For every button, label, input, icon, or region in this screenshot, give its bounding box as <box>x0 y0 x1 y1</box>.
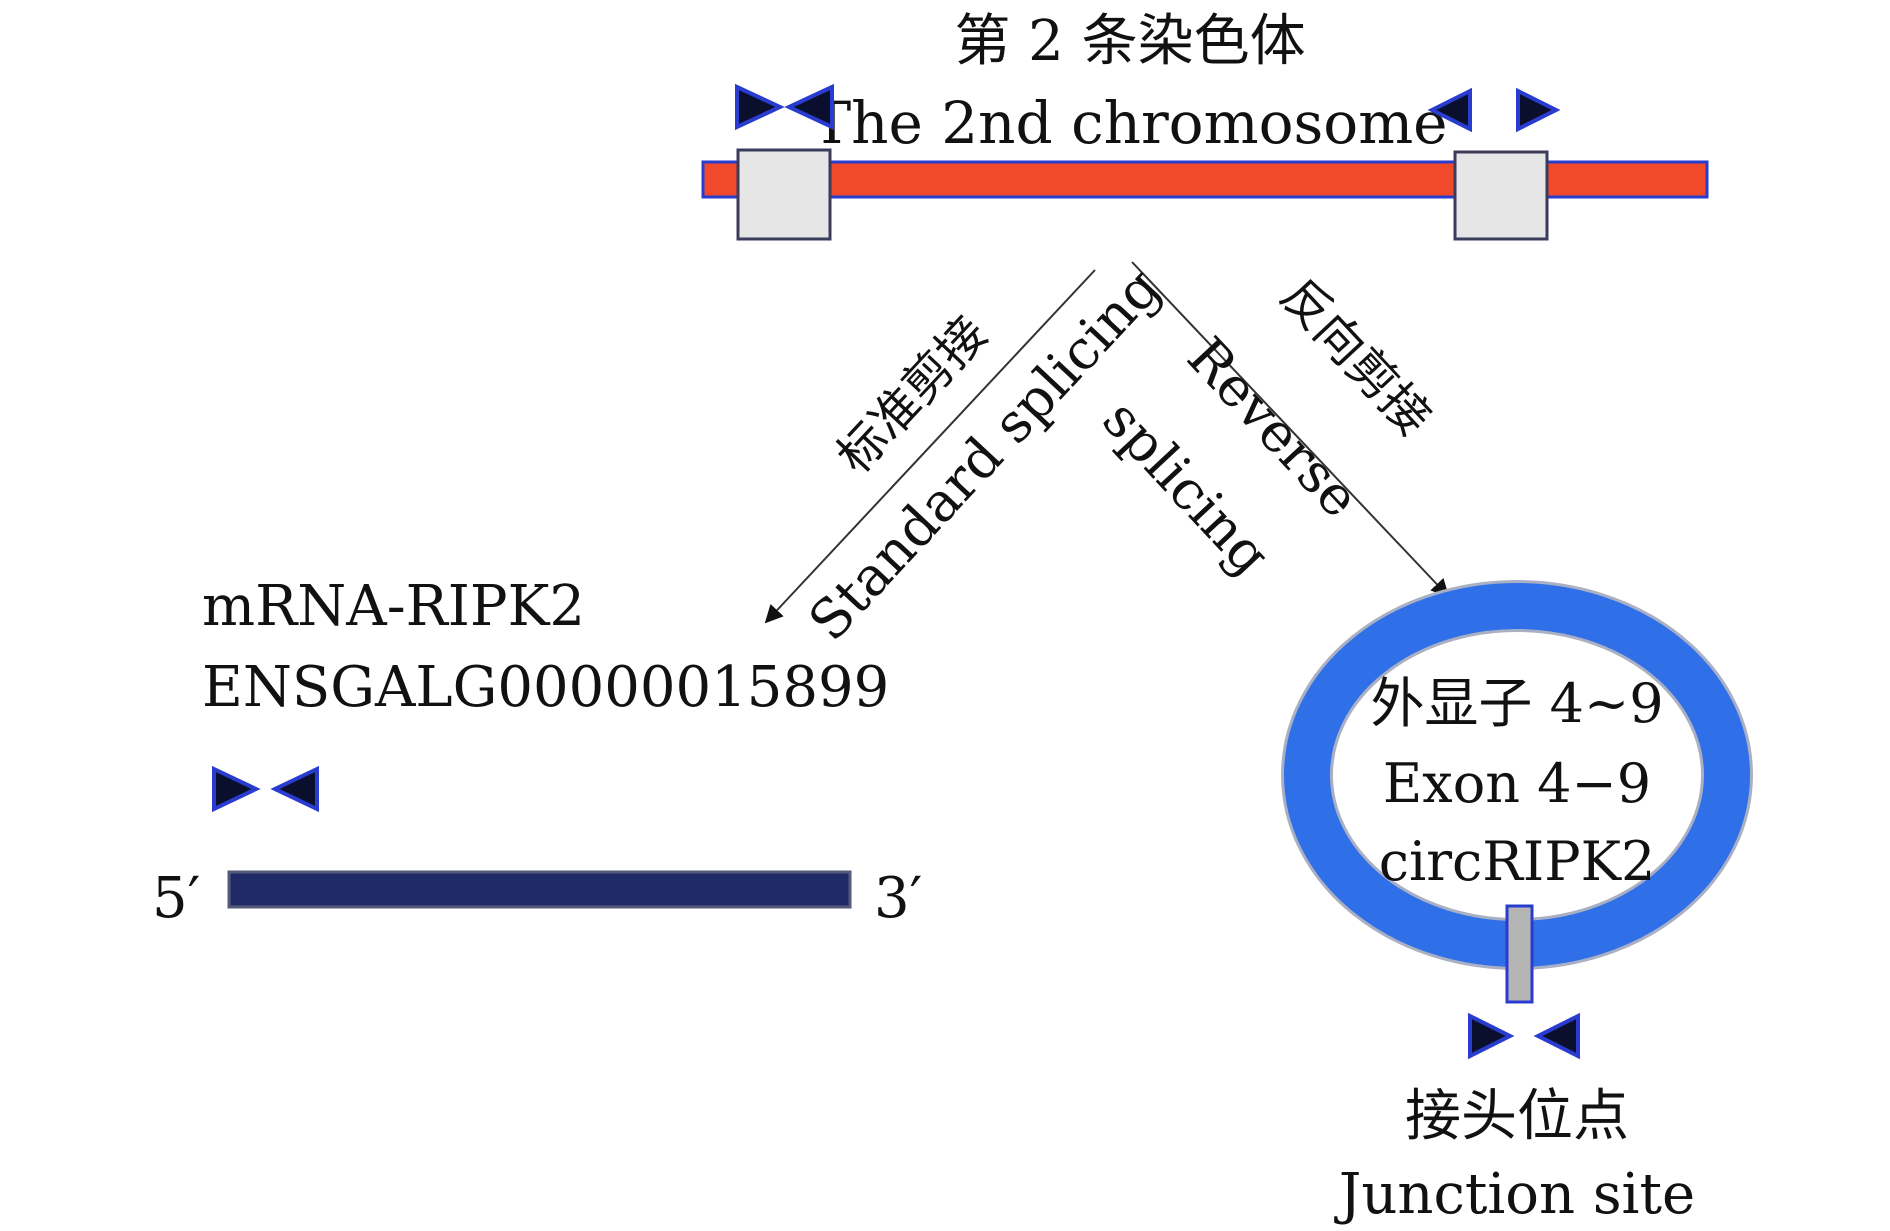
mrna-primer-pair <box>212 765 319 813</box>
chromosome-primer-pair-right <box>1427 87 1561 133</box>
chromosome-bar <box>701 160 1709 199</box>
primer-forward-icon <box>1516 87 1561 133</box>
primer-forward-icon <box>735 83 785 131</box>
mrna-gene-id: ENSGALG00000015899 <box>202 655 889 720</box>
primer-forward-icon <box>212 765 261 813</box>
primer-reverse-icon <box>784 83 834 131</box>
standard-splicing-arrow <box>764 269 1096 624</box>
circ-name: circRIPK2 <box>1379 830 1656 893</box>
junction-mark <box>1505 904 1534 1004</box>
exon-box-right <box>1453 150 1549 241</box>
primer-forward-icon <box>1468 1012 1515 1060</box>
mrna-name: mRNA-RIPK2 <box>202 574 585 639</box>
circ-exon-cn: 外显子 4~9 <box>1370 672 1663 735</box>
exon-box-left <box>736 148 832 241</box>
circ-exon-en: Exon 4−9 <box>1383 752 1651 815</box>
chromosome-title-en: The 2nd chromosome <box>812 89 1447 157</box>
primer-reverse-icon <box>1427 87 1472 133</box>
chromosome-title-cn: 第 2 条染色体 <box>954 9 1305 74</box>
primer-reverse-icon <box>1533 1012 1580 1060</box>
primer-reverse-icon <box>270 765 319 813</box>
mrna-bar <box>227 870 852 909</box>
reverse-splicing-arrow <box>1131 261 1450 598</box>
chromosome-primer-pair-left <box>735 83 834 131</box>
junction-primer-pair <box>1468 1012 1580 1060</box>
mrna-5prime-label: 5′ <box>152 866 200 931</box>
junction-label-cn: 接头位点 <box>1405 1084 1629 1149</box>
junction-label-en: Junction site <box>1334 1162 1695 1227</box>
mrna-3prime-label: 3′ <box>874 866 922 931</box>
